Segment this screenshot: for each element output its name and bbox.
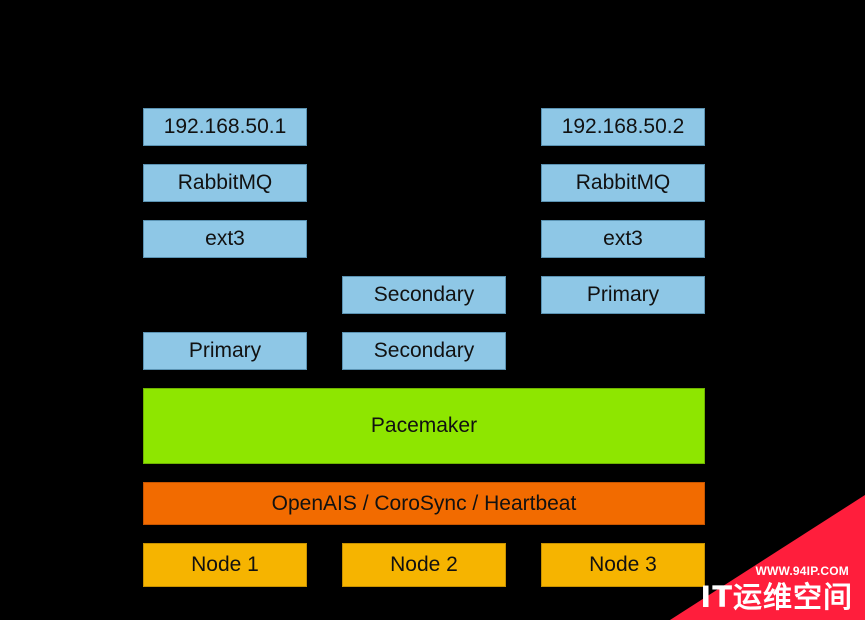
watermark-url: WWW.94IP.COM bbox=[755, 564, 849, 578]
cluster-messaging-layer: OpenAIS / CoroSync / Heartbeat bbox=[143, 482, 705, 525]
node-3: Node 3 bbox=[541, 543, 705, 587]
node3-ip-box: 192.168.50.2 bbox=[541, 108, 705, 146]
node3-filesystem-box: ext3 bbox=[541, 220, 705, 258]
node1-drbd-primary-box: Primary bbox=[143, 332, 307, 370]
node2-drbd-secondary-upper-box: Secondary bbox=[342, 276, 506, 314]
pacemaker-layer: Pacemaker bbox=[143, 388, 705, 464]
node2-drbd-secondary-lower-box: Secondary bbox=[342, 332, 506, 370]
node-2: Node 2 bbox=[342, 543, 506, 587]
watermark-triangle-shape bbox=[670, 495, 865, 620]
watermark-text: IT运维空间 bbox=[700, 580, 853, 614]
node1-rabbitmq-box: RabbitMQ bbox=[143, 164, 307, 202]
watermark: WWW.94IP.COM IT运维空间 bbox=[630, 495, 865, 620]
node-1: Node 1 bbox=[143, 543, 307, 587]
node3-rabbitmq-box: RabbitMQ bbox=[541, 164, 705, 202]
node1-ip-box: 192.168.50.1 bbox=[143, 108, 307, 146]
node3-drbd-primary-box: Primary bbox=[541, 276, 705, 314]
node1-filesystem-box: ext3 bbox=[143, 220, 307, 258]
